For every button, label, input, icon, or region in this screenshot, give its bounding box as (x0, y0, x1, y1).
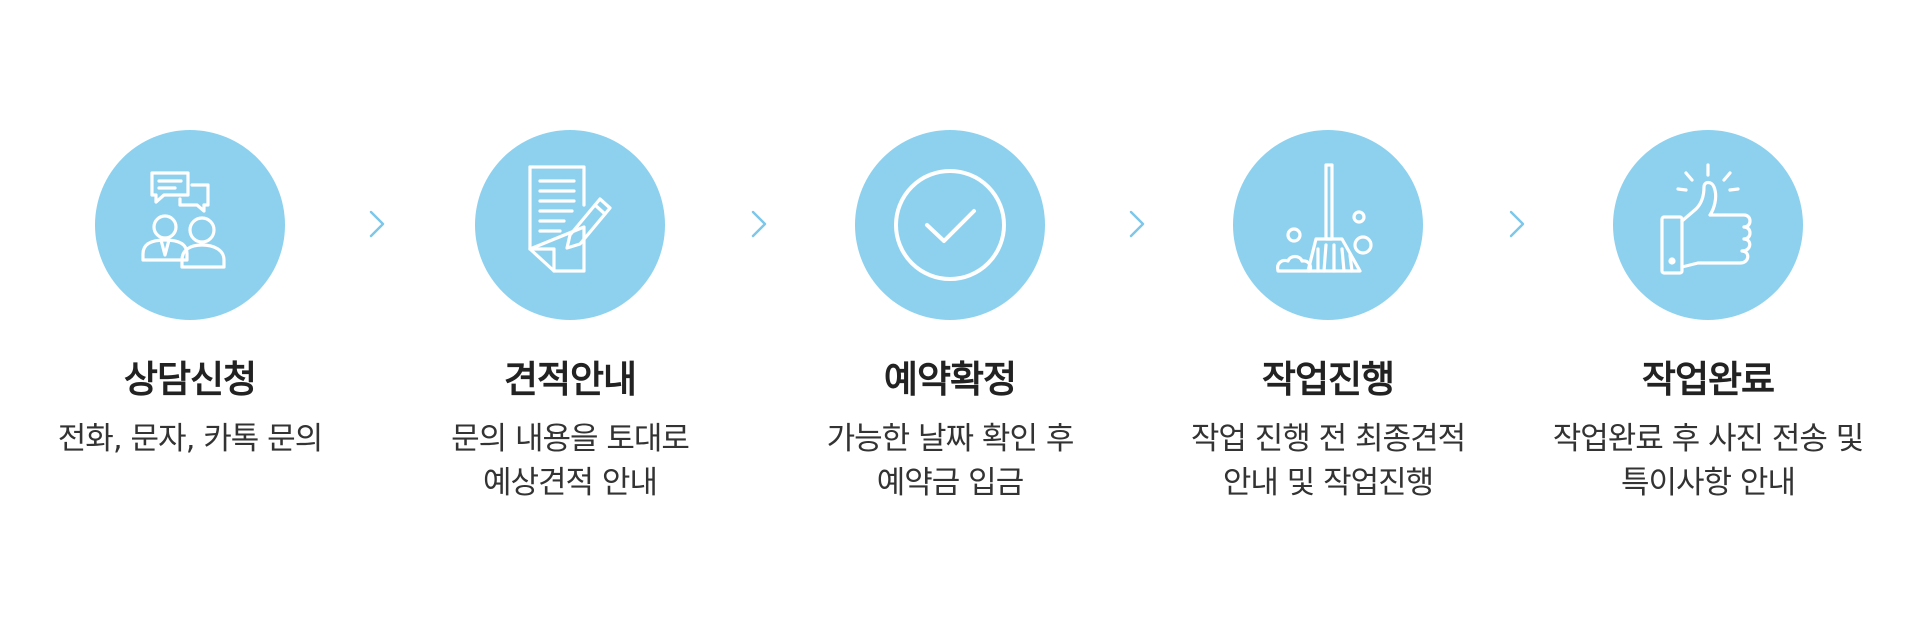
step-description-line: 전화, 문자, 카톡 문의 (57, 421, 323, 457)
step-title: 작업완료 (1641, 358, 1775, 401)
step-title: 견적안내 (503, 358, 637, 401)
consultation-icon (141, 171, 226, 269)
step-description-line: 안내 및 작업진행 (1222, 465, 1434, 501)
step-circle (855, 130, 1045, 320)
step-description-line: 예상견적 안내 (483, 465, 658, 501)
step-description-line: 작업완료 후 사진 전송 및 (1552, 421, 1865, 457)
step-circle (1613, 130, 1803, 320)
step-title: 작업진행 (1261, 358, 1395, 401)
step-description-line: 예약금 입금 (876, 465, 1024, 501)
step-description-line: 작업 진행 전 최종견적 (1190, 421, 1466, 457)
chevron-right-icon (1129, 210, 1145, 238)
step-description-line: 특이사항 안내 (1621, 465, 1796, 501)
step-circle (95, 130, 285, 320)
step-title: 상담신청 (123, 358, 257, 401)
chevron-right-icon (369, 210, 385, 238)
document-pen-icon (528, 165, 612, 273)
step-description: 문의 내용을 토대로 예상견적 안내 (380, 417, 760, 505)
step-circle (475, 130, 665, 320)
step-title: 예약확정 (883, 358, 1017, 401)
step-description-line: 문의 내용을 토대로 (451, 421, 690, 457)
step-description: 작업 진행 전 최종견적 안내 및 작업진행 (1138, 417, 1518, 505)
step-circle (1233, 130, 1423, 320)
checkmark-icon (894, 169, 1006, 281)
step-description-line: 가능한 날짜 확인 후 (826, 421, 1075, 457)
broom-icon (1276, 163, 1373, 273)
step-description: 가능한 날짜 확인 후 예약금 입금 (760, 417, 1140, 505)
chevron-right-icon (1509, 210, 1525, 238)
thumbs-up-icon (1660, 163, 1752, 275)
chevron-right-icon (751, 210, 767, 238)
step-description: 전화, 문자, 카톡 문의 (0, 417, 380, 461)
step-description: 작업완료 후 사진 전송 및 특이사항 안내 (1518, 417, 1898, 505)
